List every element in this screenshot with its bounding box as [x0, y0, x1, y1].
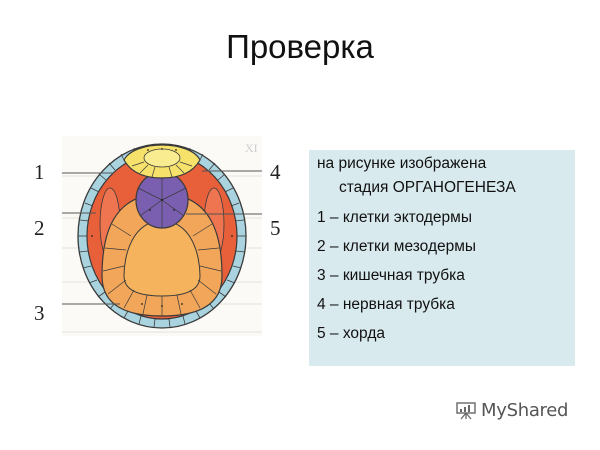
corner-mark: XI [245, 141, 258, 155]
label-5: 5 [270, 216, 281, 240]
panel-line-intro: на рисунке изображена [317, 155, 487, 172]
embryo-illustration: XI [62, 141, 262, 333]
slide-title: Проверка [226, 28, 374, 65]
legend-item-4: 4 – нервная трубка [317, 296, 455, 313]
panel-line-stage: стадия ОРГАНОГЕНЕЗА [339, 179, 516, 196]
answer-panel: на рисунке изображена стадия ОРГАНОГЕНЕЗ… [309, 150, 575, 366]
presentation-board-icon [456, 401, 476, 419]
label-1: 1 [34, 160, 45, 184]
watermark-text: MyShared [481, 400, 569, 421]
embryo-cross-section-diagram: XI [62, 136, 262, 336]
label-2: 2 [34, 216, 45, 240]
legend-item-1: 1 – клетки эктодермы [317, 209, 472, 226]
label-3: 3 [34, 301, 45, 325]
legend-item-3: 3 – кишечная трубка [317, 267, 465, 284]
label-4: 4 [270, 160, 281, 184]
legend-item-5: 5 – хорда [317, 325, 385, 342]
legend-item-2: 2 – клетки мезодермы [317, 238, 477, 255]
myshared-logo[interactable]: MyShared [455, 400, 568, 421]
